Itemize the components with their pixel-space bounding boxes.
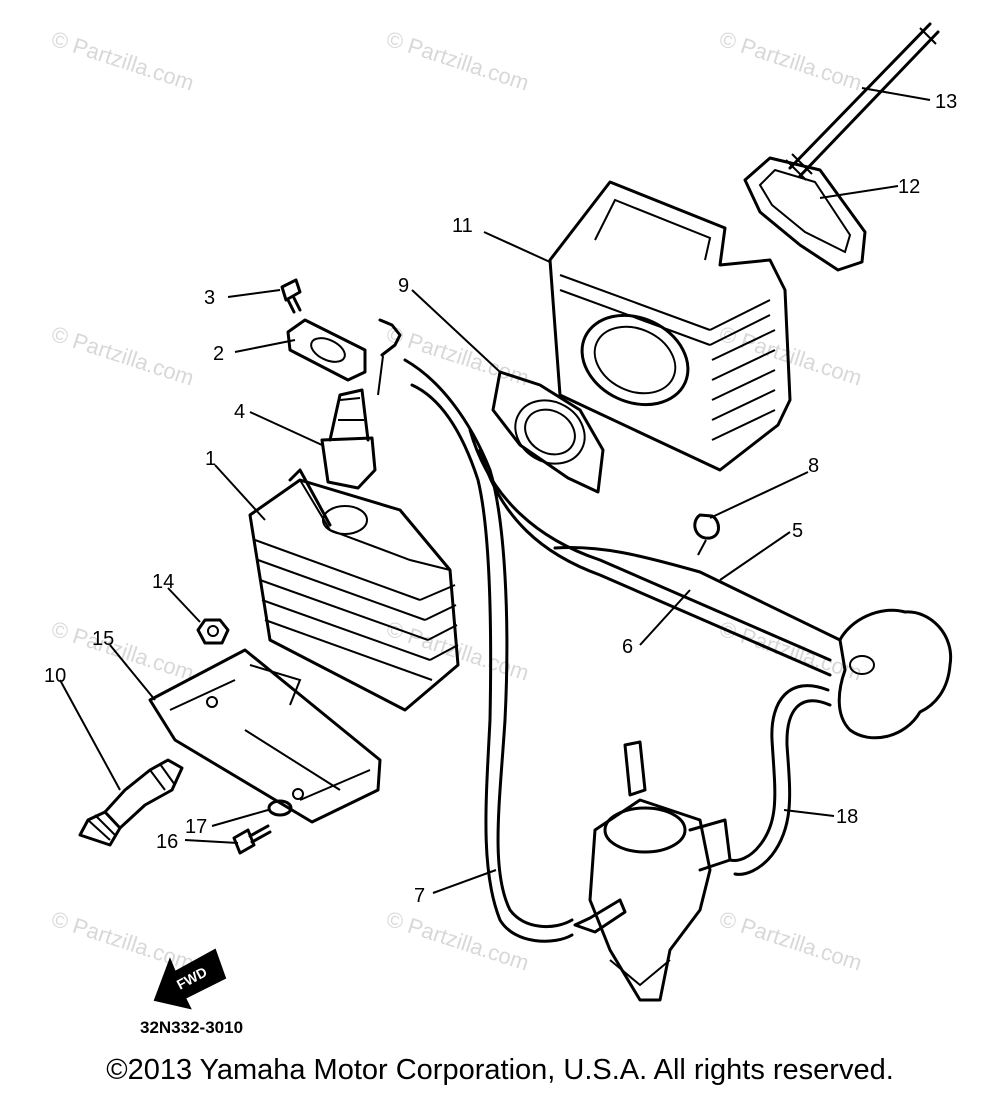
part-17-washer bbox=[267, 799, 293, 817]
label-15: 15 bbox=[92, 628, 114, 650]
label-7: 7 bbox=[414, 885, 425, 907]
label-13: 13 bbox=[935, 91, 957, 113]
part-12-gasket bbox=[743, 156, 867, 272]
copyright-notice: ©2013 Yamaha Motor Corporation, U.S.A. A… bbox=[106, 1054, 894, 1086]
diagram-code: 32N332-3010 bbox=[140, 1018, 243, 1037]
part-7-hose bbox=[403, 358, 574, 943]
part-1-head bbox=[248, 468, 460, 712]
part-11-cylinder bbox=[548, 180, 792, 472]
part-10-spark-plug bbox=[78, 758, 184, 847]
part-2-gasket bbox=[286, 318, 367, 382]
part-9-gasket bbox=[491, 370, 605, 494]
label-10: 10 bbox=[44, 665, 66, 687]
label-8: 8 bbox=[808, 455, 819, 477]
label-11: 11 bbox=[452, 215, 473, 237]
label-3: 3 bbox=[204, 287, 215, 309]
watermark: © Partzilla.com bbox=[716, 906, 865, 976]
part-18-hose bbox=[728, 684, 832, 876]
watermark: © Partzilla.com bbox=[383, 26, 532, 96]
fwd-arrow: FWD bbox=[153, 948, 227, 1010]
part-16-screw bbox=[232, 824, 272, 855]
part-4-cap bbox=[320, 318, 402, 490]
label-6: 6 bbox=[622, 636, 633, 658]
part-3-screw bbox=[280, 278, 302, 314]
watermark: © Partzilla.com bbox=[48, 616, 197, 686]
label-5: 5 bbox=[792, 520, 803, 542]
label-2: 2 bbox=[213, 343, 224, 365]
watermark: © Partzilla.com bbox=[716, 26, 865, 96]
label-17: 17 bbox=[185, 816, 207, 838]
label-1: 1 bbox=[205, 448, 216, 470]
part-15-bracket bbox=[148, 648, 382, 824]
label-12: 12 bbox=[898, 176, 920, 198]
label-9: 9 bbox=[398, 275, 409, 297]
exploded-parts-diagram: © Partzilla.com © Partzilla.com © Partzi… bbox=[44, 22, 957, 1037]
part-8-clip bbox=[693, 513, 720, 556]
label-16: 16 bbox=[156, 831, 178, 853]
watermark: © Partzilla.com bbox=[48, 321, 197, 391]
watermark: © Partzilla.com bbox=[48, 906, 197, 976]
intake-manifold bbox=[837, 608, 953, 740]
carburetor bbox=[573, 740, 732, 1002]
label-18: 18 bbox=[836, 806, 858, 828]
leader-lines bbox=[59, 87, 931, 894]
part-13-stud-bolt bbox=[785, 22, 940, 181]
callout-numbers: 13 12 11 9 3 2 4 8 5 6 1 14 15 10 17 16 … bbox=[44, 91, 957, 907]
part-14-nut bbox=[196, 618, 230, 645]
label-4: 4 bbox=[234, 401, 245, 423]
watermark: © Partzilla.com bbox=[48, 26, 197, 96]
label-14: 14 bbox=[152, 571, 174, 593]
part-5-6-hoses bbox=[468, 428, 842, 677]
watermark: © Partzilla.com bbox=[383, 906, 532, 976]
